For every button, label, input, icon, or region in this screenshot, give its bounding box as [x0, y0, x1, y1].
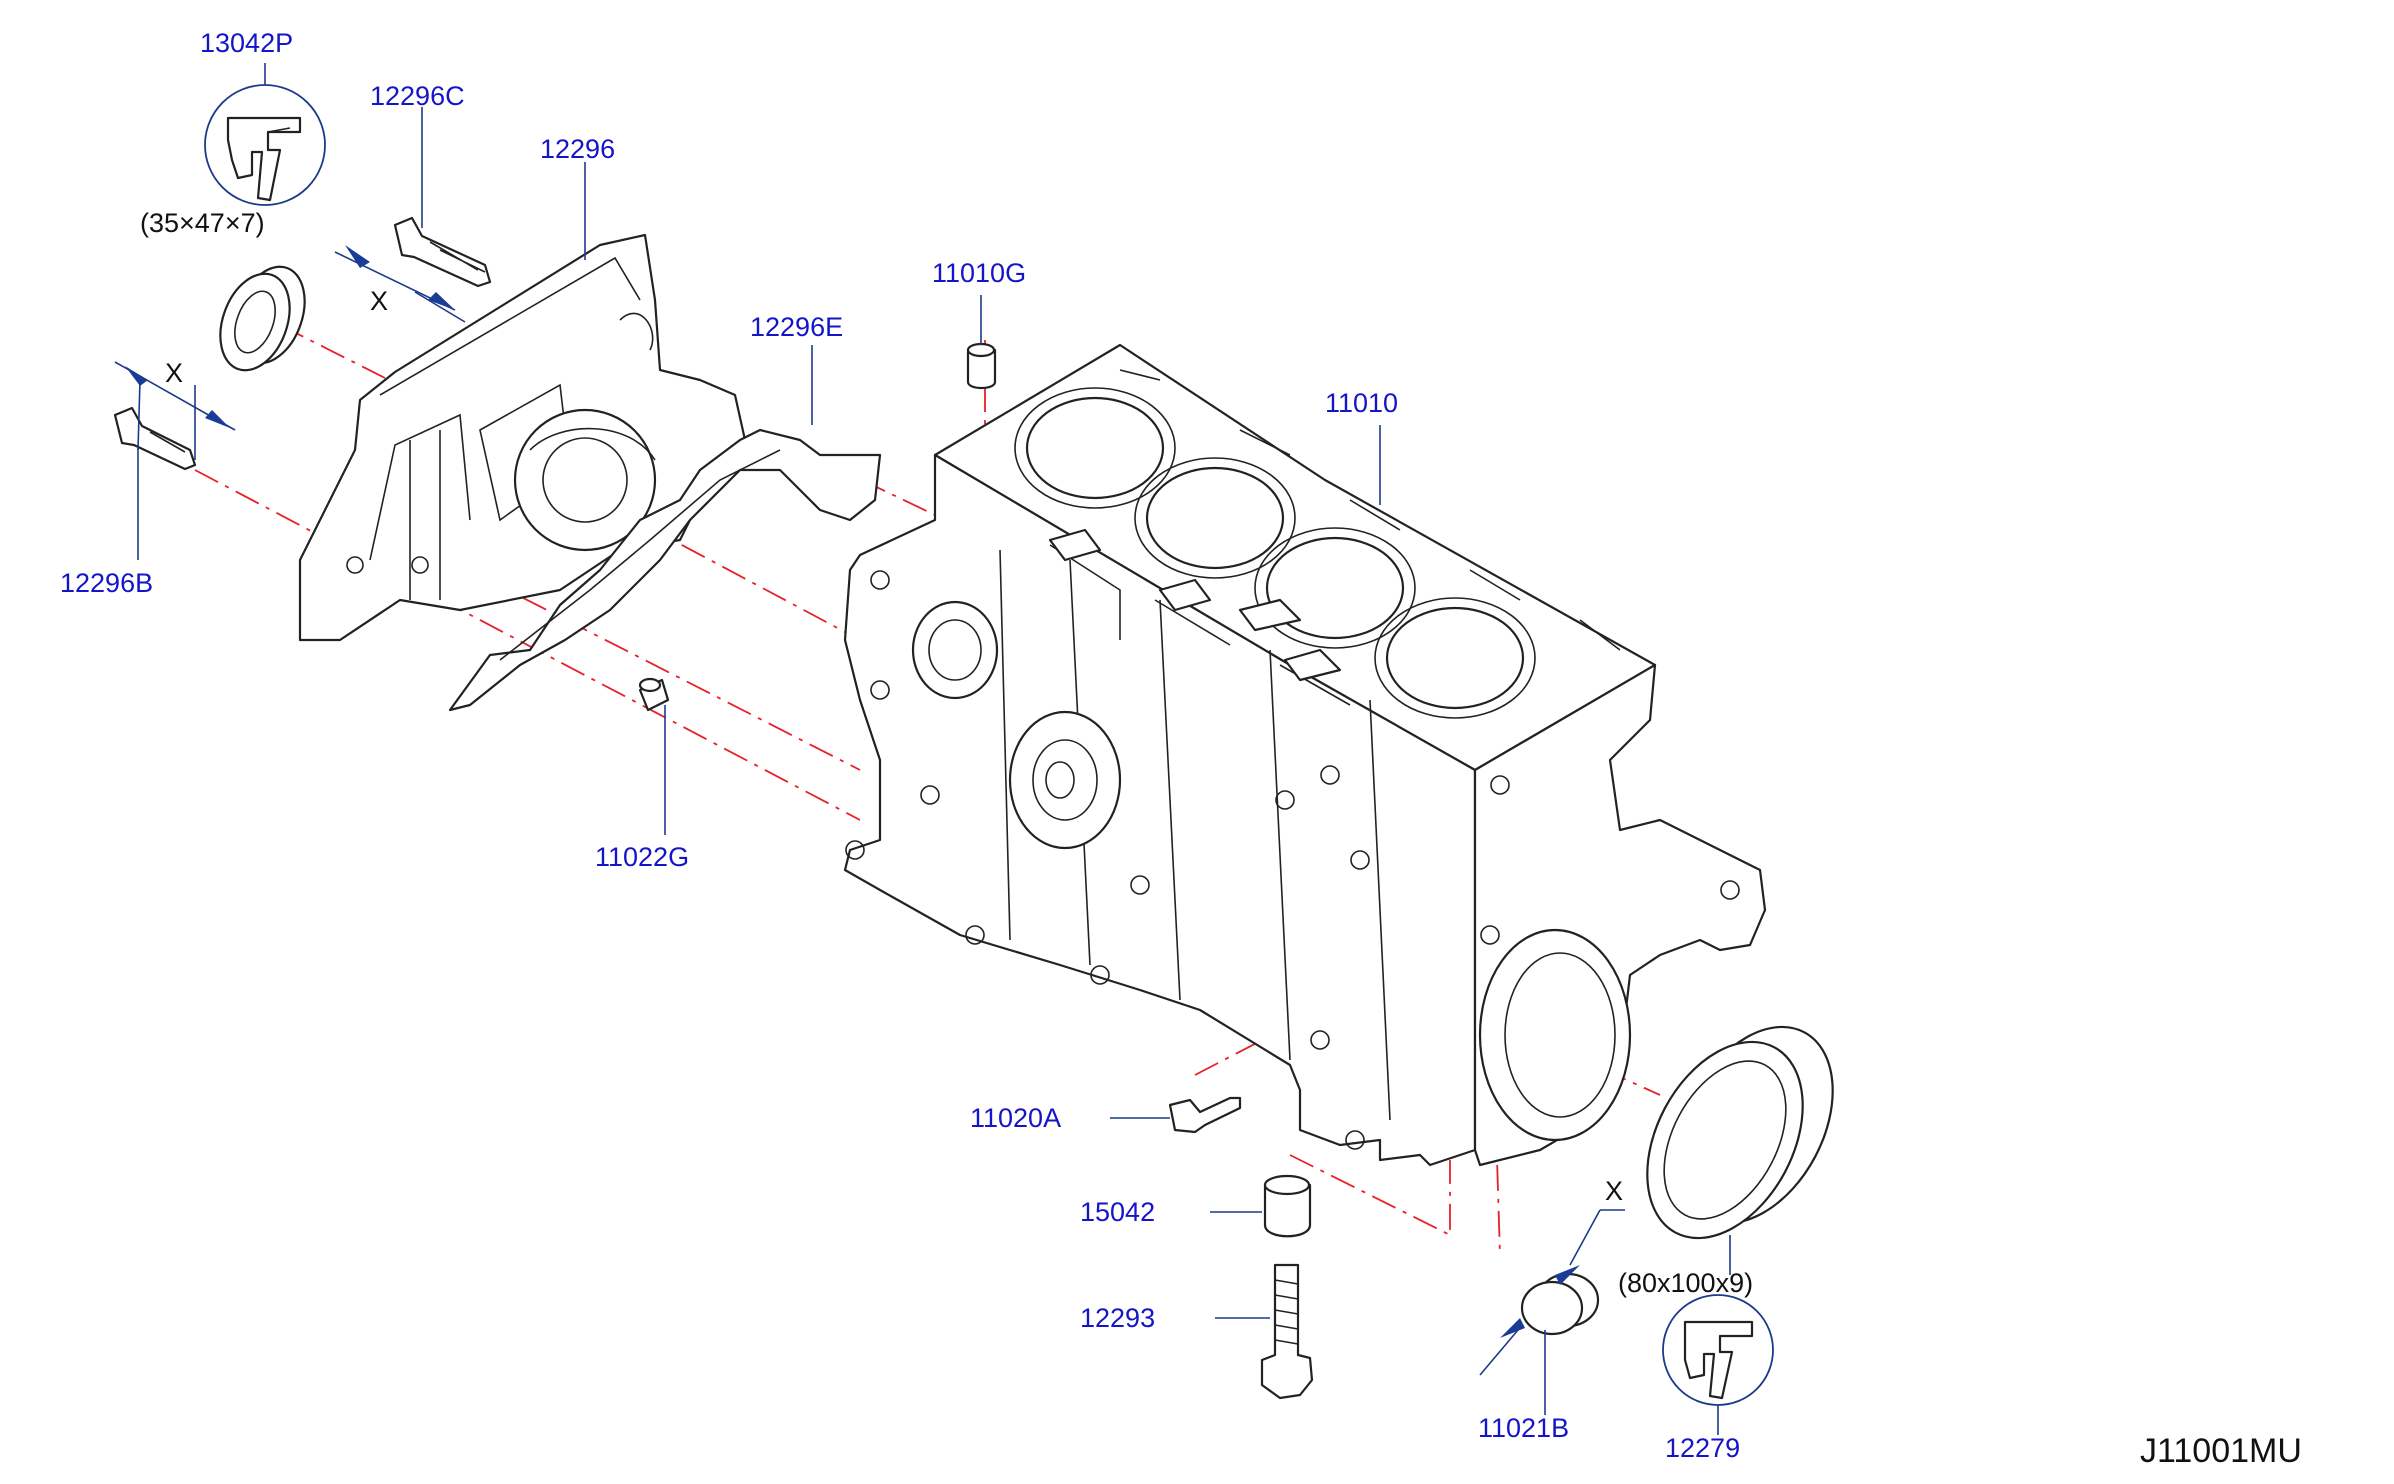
rear-oil-seal-shape — [1646, 1025, 1834, 1240]
dowel-11022G-shape — [638, 677, 670, 712]
bolt-11020A-shape — [1168, 1096, 1242, 1134]
label-11010: 11010 — [1325, 388, 1398, 418]
label-11020A: 11020A — [970, 1103, 1061, 1133]
dowel-11010G-shape — [966, 342, 997, 390]
label-12296E: 12296E — [750, 312, 843, 342]
label-11010G: 11010G — [932, 258, 1026, 288]
label-12293: 12293 — [1080, 1303, 1155, 1333]
diagram-code: J11001MU — [2140, 1432, 2302, 1470]
note-x-mark-3: X — [1605, 1176, 1623, 1206]
leader-lines — [137, 63, 1731, 1435]
seal-section-12279 — [1662, 1294, 1774, 1406]
front-oil-seal-shape — [219, 265, 306, 372]
label-15042: 15042 — [1080, 1197, 1155, 1227]
note-rear-seal-size: (80x100x9) — [1618, 1268, 1753, 1298]
cylinder-block-shape — [843, 343, 1767, 1167]
label-11021B: 11021B — [1478, 1413, 1569, 1443]
gasket-shape — [448, 428, 882, 712]
label-12296C: 12296C — [370, 81, 465, 111]
note-x-mark-1: X — [370, 286, 388, 316]
label-13042P: 13042P — [200, 28, 293, 58]
label-12296: 12296 — [540, 134, 615, 164]
label-11022G: 11022G — [595, 842, 689, 872]
seal-section-13042P — [204, 84, 326, 206]
note-front-seal-size: (35×47×7) — [140, 208, 265, 238]
label-12296B: 12296B — [60, 568, 153, 598]
part-labels: 13042P 12296C 12296 12296B 12296E 11010G… — [60, 28, 2302, 1470]
bolt-12296B-shape — [113, 406, 197, 471]
bolt-12293-shape — [1260, 1263, 1314, 1400]
dimension-marks — [114, 245, 1580, 1376]
bolt-12296C-shape — [393, 216, 492, 288]
front-cover-shape — [298, 233, 747, 642]
plug-15042-shape — [1263, 1174, 1312, 1238]
label-12279: 12279 — [1665, 1433, 1740, 1463]
note-x-mark-2: X — [165, 358, 183, 388]
